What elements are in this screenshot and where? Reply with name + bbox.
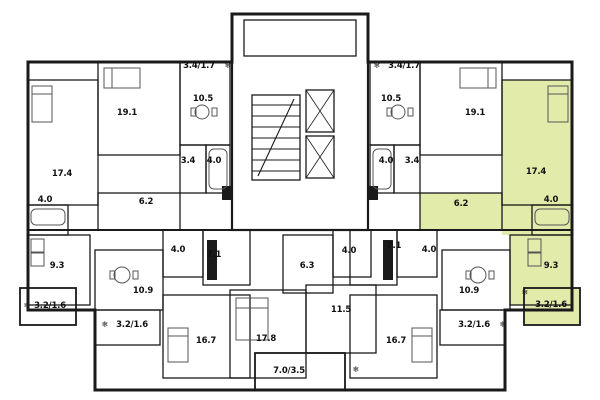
room-label-cb-hall: 6.3 <box>299 260 315 271</box>
snowflake-icon: ❄ <box>224 61 232 70</box>
room-label-cb-kitchen: 11.5 <box>330 304 352 315</box>
room-label-bl-room: 10.9 <box>132 285 154 296</box>
vent-shaft-icon <box>207 186 393 280</box>
room-partitions <box>27 19 573 379</box>
room-label-bl-kitchen: 9.3 <box>49 260 65 271</box>
room-label-br-balcony-side: 3.2/1.6 <box>535 299 567 310</box>
walls <box>19 12 581 392</box>
room-label-tr-hall: 3.4 <box>404 155 420 166</box>
room-label-tl-wc: 4.0 <box>37 194 53 205</box>
room-label-bl-balcony-side: 3.2/1.6 <box>34 300 66 311</box>
highlighted-apartment-hotspot[interactable] <box>498 78 578 328</box>
furniture <box>30 67 570 363</box>
room-label-tr-kitchen: 10.5 <box>380 93 402 104</box>
room-label-br-bedroom: 16.7 <box>385 335 407 346</box>
room-label-bl-hall: 7.1 <box>206 249 222 260</box>
snowflake-icon: ❄ <box>373 61 381 70</box>
room-label-br-hall: 7.1 <box>386 240 402 251</box>
room-label-tr-corridor: 6.2 <box>453 198 469 209</box>
room-label-tr-living: 17.4 <box>525 166 547 177</box>
room-label-tl-corridor: 6.2 <box>138 196 154 207</box>
room-label-tl-living: 17.4 <box>51 168 73 179</box>
room-label-br-kitchen: 9.3 <box>543 260 559 271</box>
balcony-outlines <box>19 287 581 391</box>
bed-icon <box>31 67 569 363</box>
snowflake-icon: ❄ <box>499 320 507 329</box>
room-label-cb-living: 17.8 <box>255 333 277 344</box>
kitchen-counter-icon <box>30 238 542 267</box>
room-label-bl-bath: 4.0 <box>170 244 186 255</box>
room-label-tl-bedroom: 19.1 <box>116 107 138 118</box>
room-label-br-room: 10.9 <box>458 285 480 296</box>
room-label-cb-balcony: 7.0/3.5 <box>273 365 305 376</box>
room-label-tr-balcony: 3.4/1.7 <box>388 60 420 71</box>
room-label-tl-bath: 4.0 <box>206 155 222 166</box>
snowflake-icon: ❄ <box>101 320 109 329</box>
elevator-icon <box>305 89 335 179</box>
room-label-tr-bath: 4.0 <box>378 155 394 166</box>
room-label-tr-wc: 4.0 <box>543 194 559 205</box>
room-label-tl-balcony: 3.4/1.7 <box>183 60 215 71</box>
room-label-tl-kitchen: 10.5 <box>192 93 214 104</box>
room-label-bl-bedroom: 16.7 <box>195 335 217 346</box>
room-label-cb-bath: 4.0 <box>341 245 357 256</box>
staircase-icon <box>252 98 300 177</box>
table-icon <box>109 104 495 284</box>
room-label-bl-balcony-bottom: 3.2/1.6 <box>116 319 148 330</box>
snowflake-icon: ❄ <box>23 301 31 310</box>
room-label-br-bath: 4.0 <box>421 244 437 255</box>
room-label-tr-bedroom: 19.1 <box>464 107 486 118</box>
snowflake-icon: ❄ <box>521 288 529 297</box>
bathtub-icon <box>30 148 570 226</box>
room-label-tl-hall: 3.4 <box>180 155 196 166</box>
room-label-br-balcony-bottom: 3.2/1.6 <box>458 319 490 330</box>
snowflake-icon: ❄ <box>352 365 360 374</box>
